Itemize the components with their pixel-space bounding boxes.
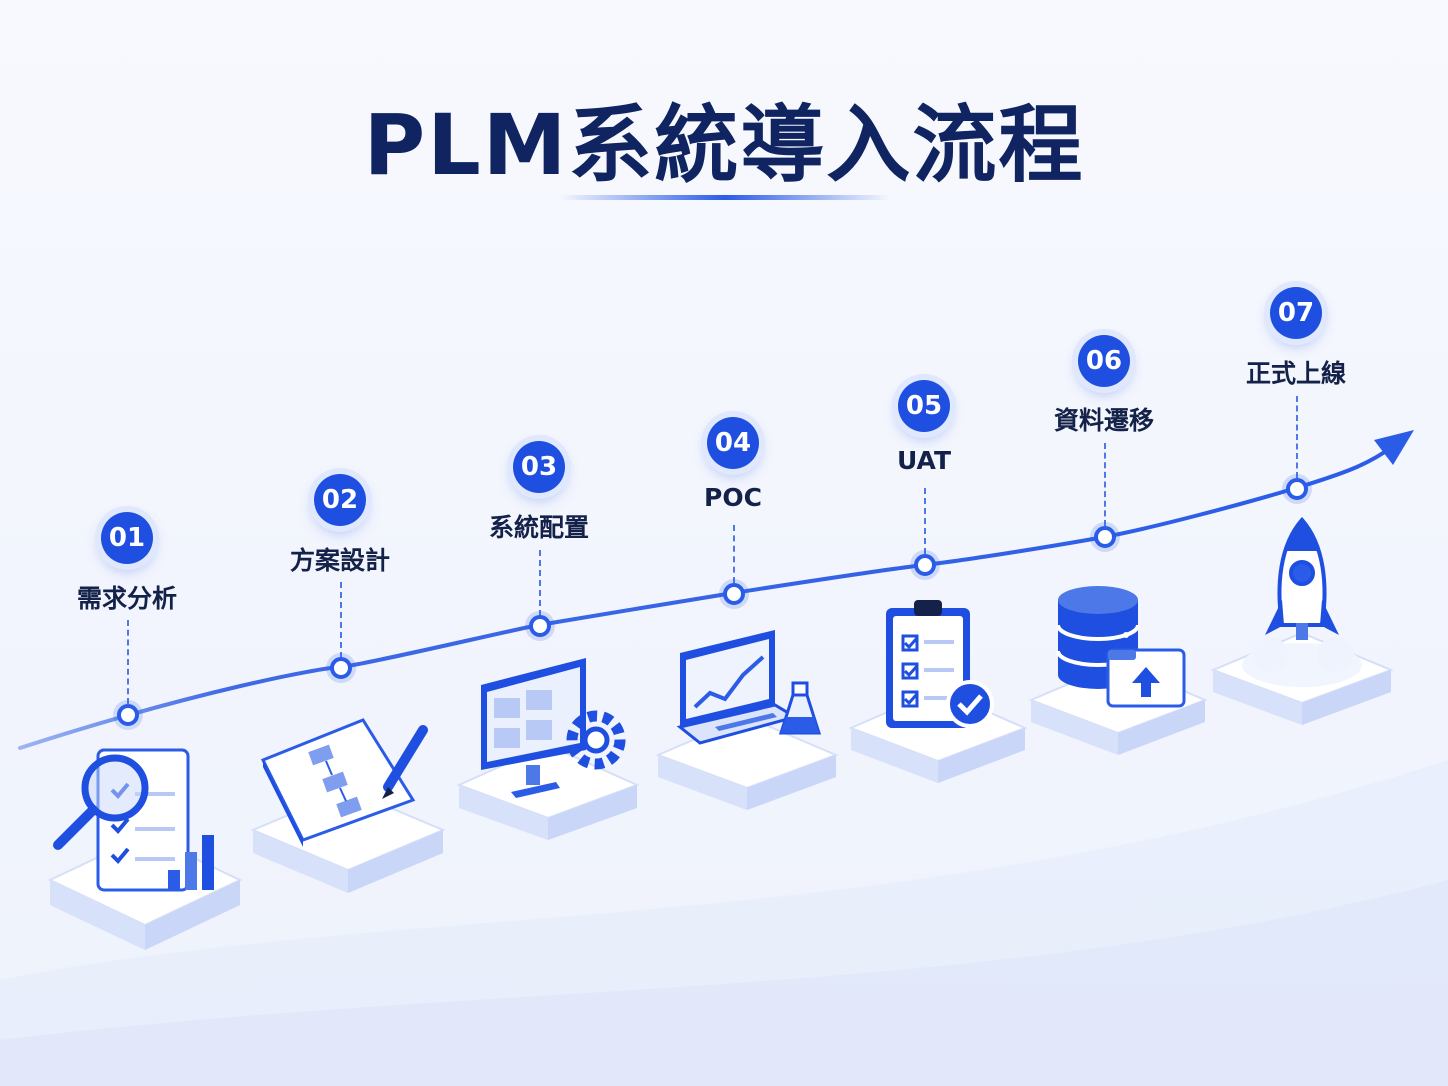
step-03-badge: 03 xyxy=(513,441,565,493)
step-02-dot xyxy=(330,657,352,679)
step-02-connector xyxy=(340,582,342,658)
step-06-connector xyxy=(1104,443,1106,526)
step-06-badge: 06 xyxy=(1078,335,1130,387)
step-03-connector xyxy=(539,550,541,616)
step-06-label: 資料遷移 xyxy=(1053,406,1154,435)
magnifier-checklist-chart-icon xyxy=(47,748,243,950)
step-04-connector xyxy=(733,525,735,583)
step-03-dot xyxy=(529,615,551,637)
step-01-label: 需求分析 xyxy=(76,584,177,613)
step-07-dot xyxy=(1286,478,1308,500)
rocket-icon xyxy=(1210,516,1394,725)
step-01-badge: 01 xyxy=(101,512,153,564)
flowchart-pencil-icon xyxy=(250,718,446,893)
step-05-dot xyxy=(914,554,936,576)
step-05-connector xyxy=(924,488,926,554)
page-title: PLM系統導入流程 xyxy=(363,96,1085,194)
step-04-badge: 04 xyxy=(707,417,759,469)
step-07-badge: 07 xyxy=(1270,287,1322,339)
step-05-badge: 05 xyxy=(898,380,950,432)
step-05-label: UAT xyxy=(897,446,951,475)
step-07-label: 正式上線 xyxy=(1245,359,1346,388)
title-underline xyxy=(560,195,890,200)
step-01-dot xyxy=(117,704,139,726)
arrow-head-icon xyxy=(1374,430,1414,465)
laptop-flask-icon xyxy=(655,630,839,810)
step-03-label: 系統配置 xyxy=(488,513,589,542)
step-02-label: 方案設計 xyxy=(289,546,390,575)
monitor-gear-icon xyxy=(456,658,640,840)
step-01-connector xyxy=(127,620,129,704)
clipboard-check-icon xyxy=(848,600,1028,783)
database-upload-icon xyxy=(1028,586,1208,755)
step-04-label: POC xyxy=(704,483,762,512)
step-02-badge: 02 xyxy=(314,474,366,526)
step-07-connector xyxy=(1296,396,1298,478)
step-04-dot xyxy=(723,583,745,605)
step-06-dot xyxy=(1094,526,1116,548)
